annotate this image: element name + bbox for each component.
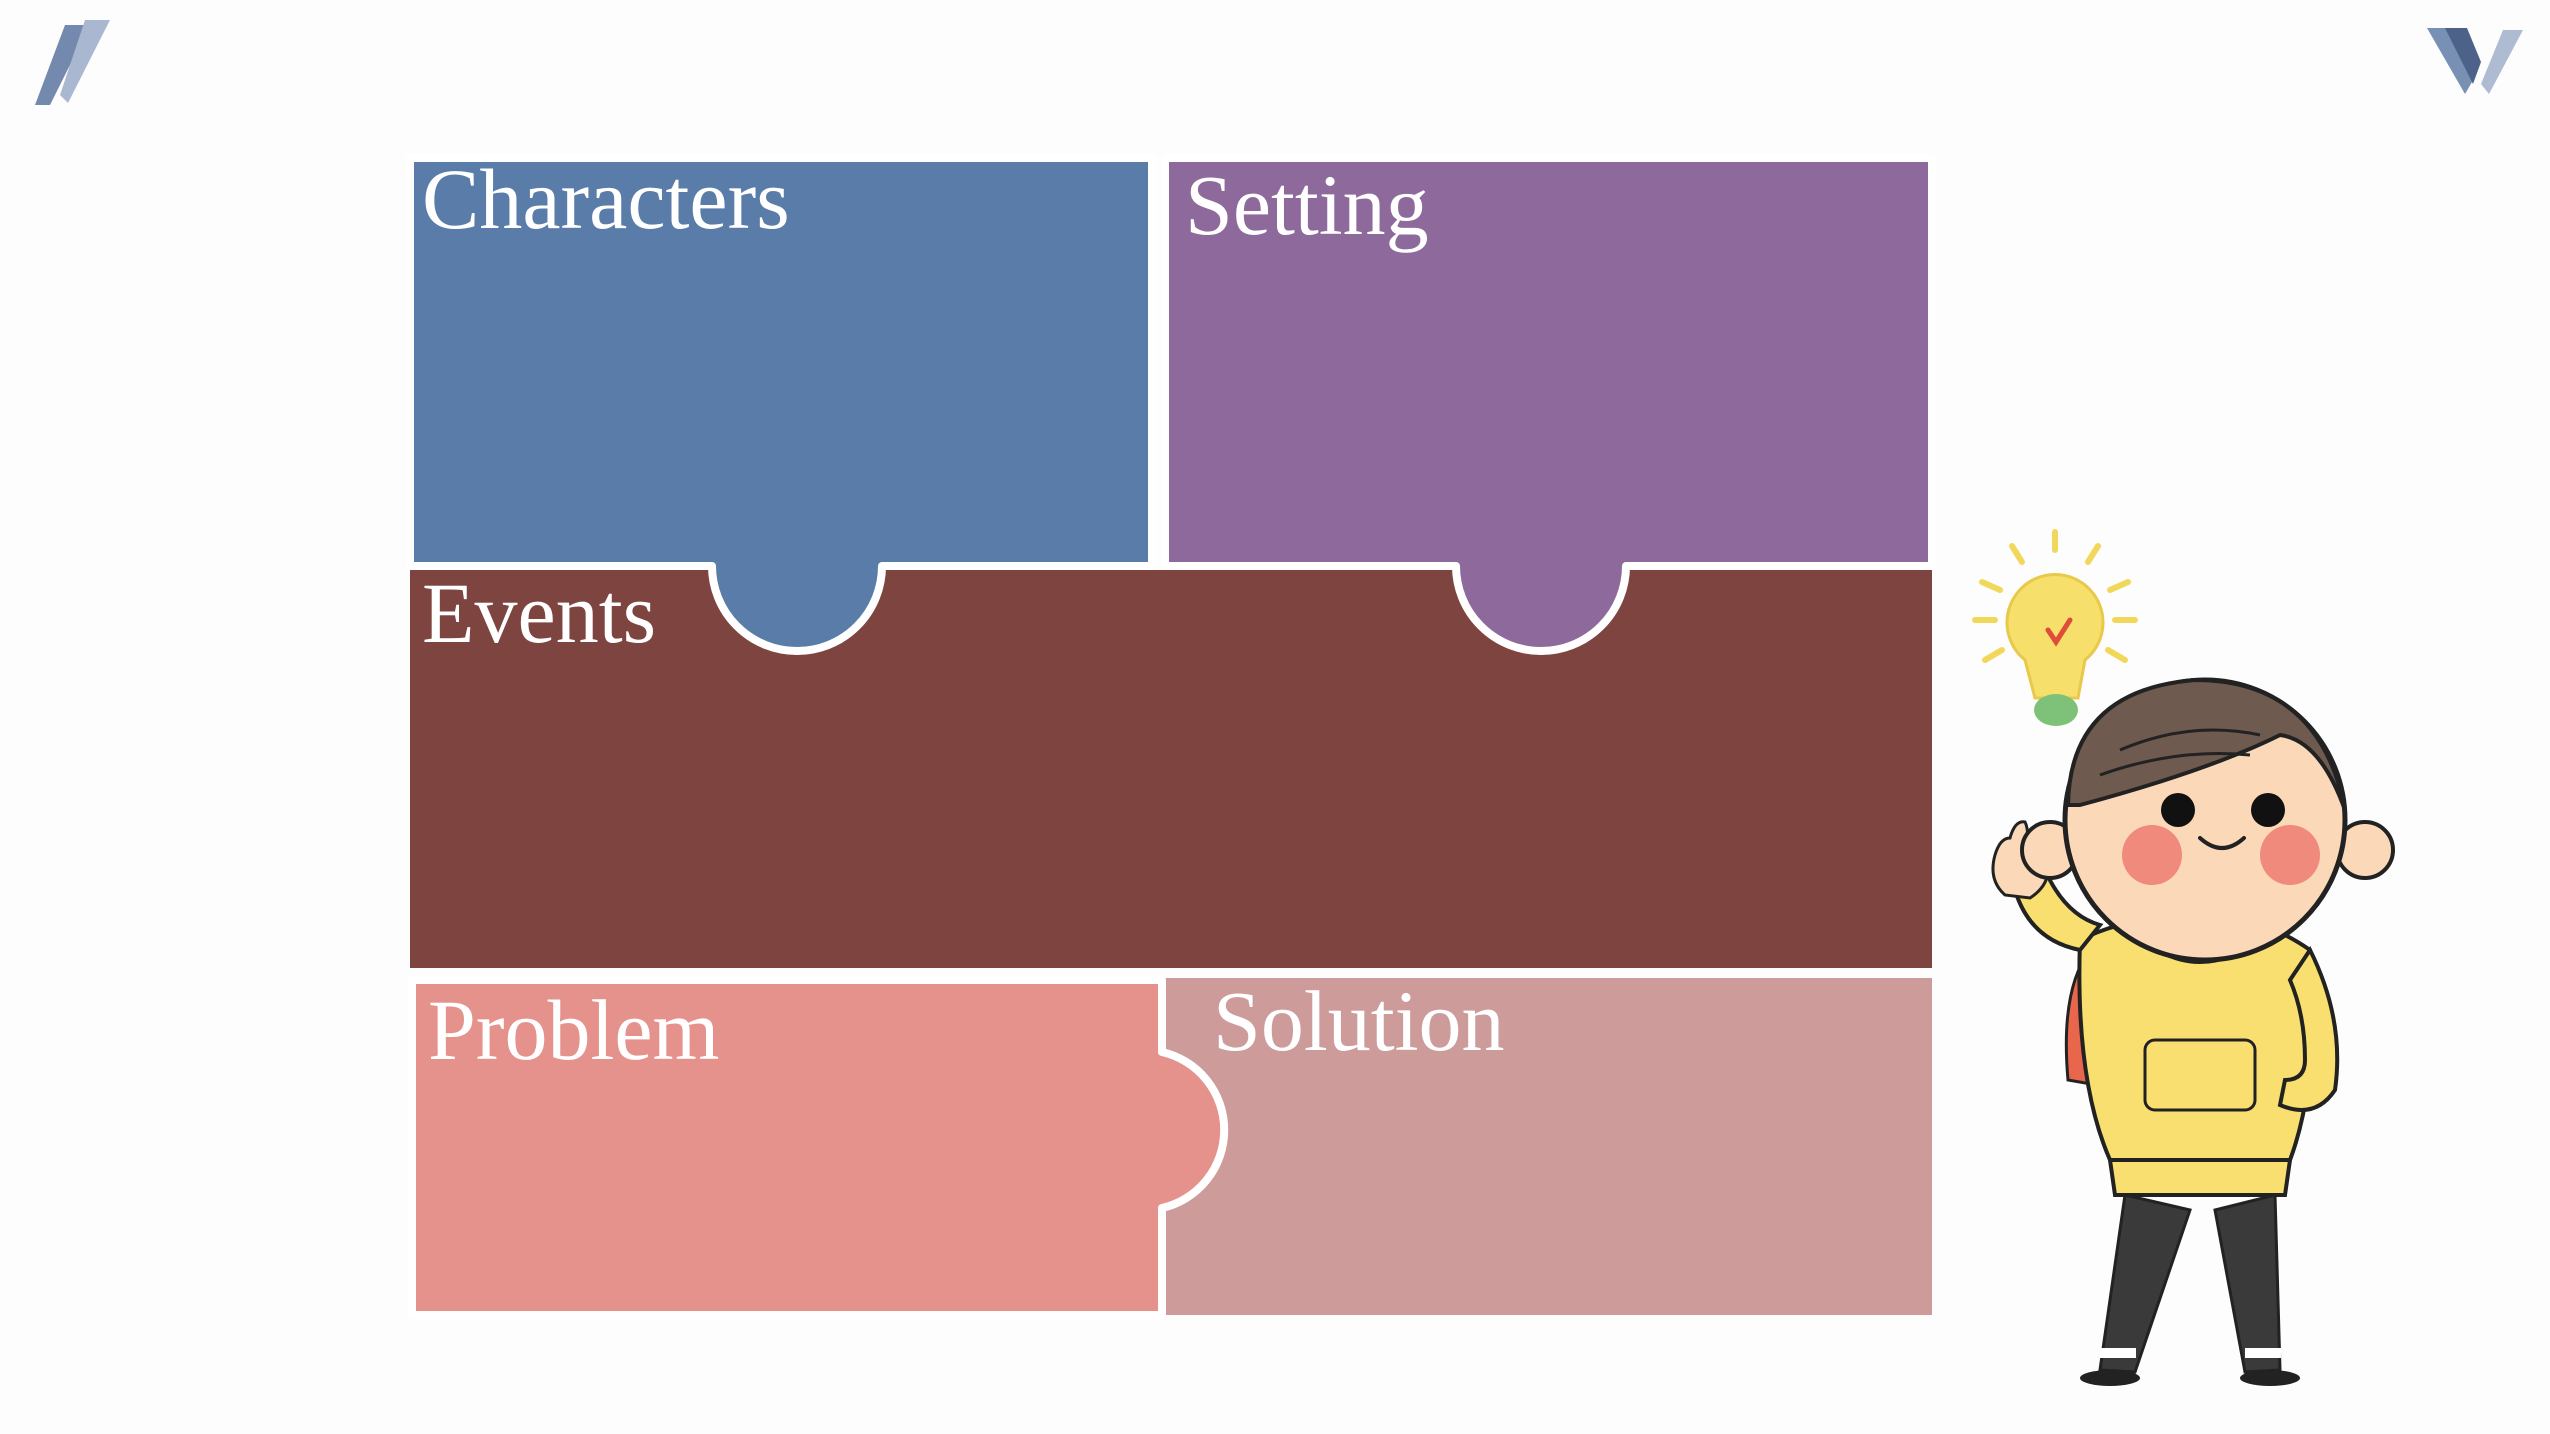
setting-piece: [1161, 154, 1936, 655]
characters-piece: [406, 154, 1156, 655]
events-piece: [410, 570, 1932, 968]
events-label: Events: [422, 565, 657, 661]
setting-label: Setting: [1185, 157, 1429, 253]
solution-piece: [1165, 978, 1932, 1315]
slash-logo-icon: [35, 20, 110, 105]
v-logo-icon: [2427, 28, 2523, 94]
solution-label: Solution: [1213, 973, 1505, 1069]
problem-piece: [408, 976, 1229, 1319]
problem-label: Problem: [428, 982, 720, 1078]
characters-label: Characters: [422, 151, 790, 247]
thumbs-up-kid-with-lightbulb-icon: [1972, 529, 2395, 1386]
